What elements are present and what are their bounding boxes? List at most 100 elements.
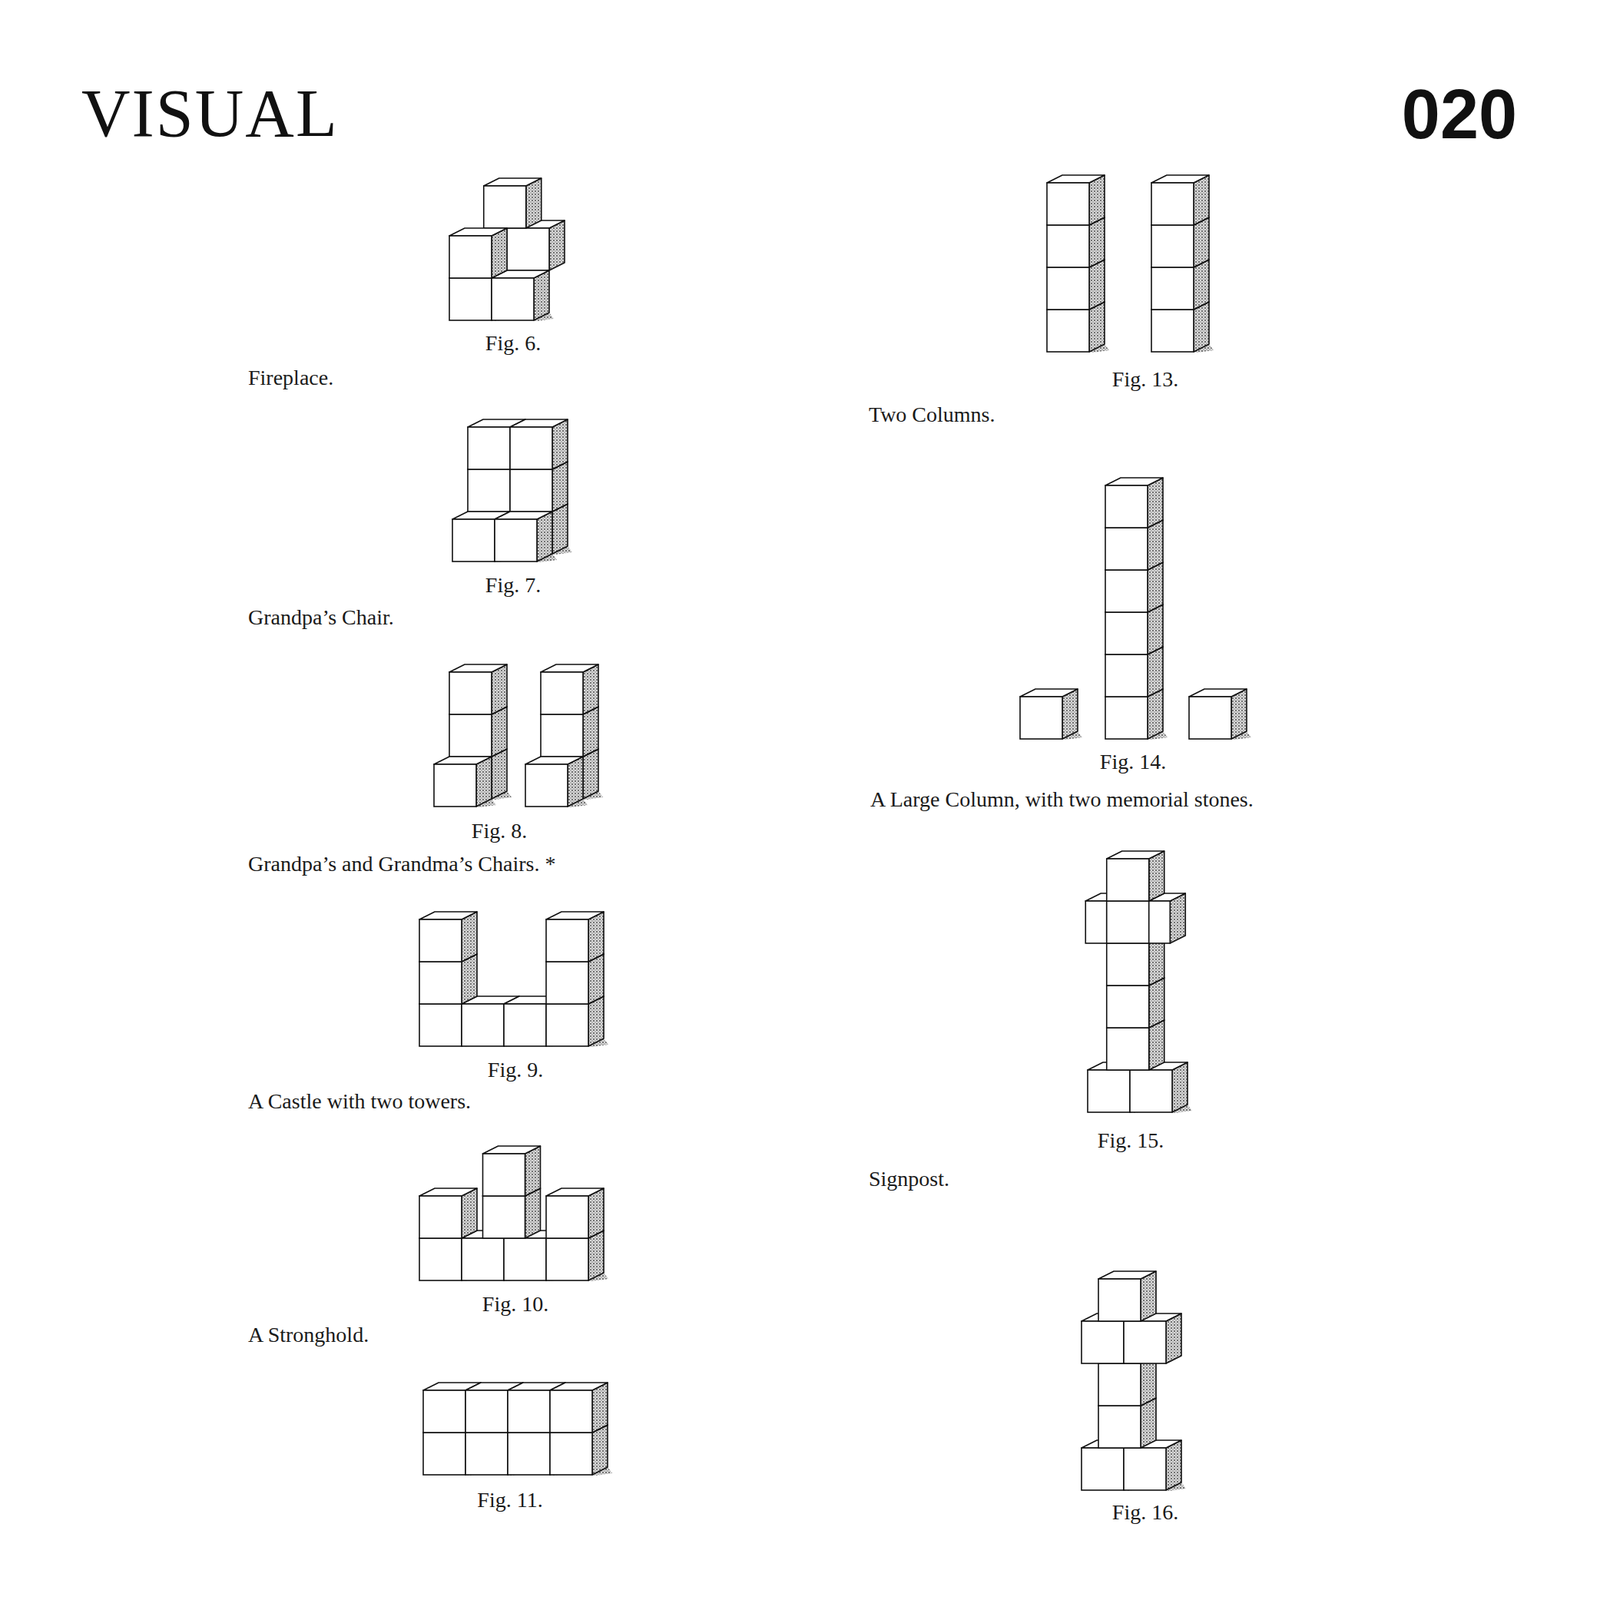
cube — [549, 1382, 608, 1433]
cube-side — [525, 1146, 541, 1196]
cube-side — [1193, 217, 1210, 268]
cube-front — [507, 1390, 550, 1433]
cube-side — [583, 748, 599, 799]
block-figure — [1105, 477, 1168, 740]
cube-front — [461, 1238, 504, 1281]
cube-front — [419, 1003, 462, 1047]
cube-side — [588, 911, 604, 962]
cube-front — [549, 1390, 593, 1433]
cube-front — [510, 469, 553, 512]
cube-front — [452, 519, 495, 562]
cube-front — [1106, 943, 1150, 986]
cube-front — [419, 1238, 462, 1281]
figure-caption: Fig. 13. — [1112, 366, 1179, 393]
cube-front — [465, 1390, 508, 1433]
cube-front — [483, 185, 527, 229]
figure-caption: Fig. 6. — [485, 330, 541, 357]
cube-side — [1089, 175, 1105, 226]
cube-front — [1123, 1321, 1167, 1364]
cube-top — [1105, 477, 1163, 486]
cube-front — [549, 1432, 593, 1475]
cube-side — [1149, 1020, 1165, 1070]
figure-caption: Fig. 16. — [1112, 1499, 1179, 1526]
figure-name: Fireplace. — [248, 364, 334, 391]
cube-top — [1106, 851, 1165, 859]
cube-side — [526, 178, 542, 229]
cube-front — [461, 1003, 504, 1047]
cube-side — [592, 1382, 608, 1433]
cube-front — [419, 1195, 462, 1239]
cube-front — [1105, 485, 1148, 528]
cube-front — [449, 278, 492, 321]
cube — [433, 756, 497, 808]
cube-side — [588, 996, 604, 1047]
cube-front — [1106, 858, 1150, 902]
cube — [419, 1188, 478, 1239]
cube-side — [461, 954, 478, 1004]
cube-front — [540, 672, 584, 715]
cube-front — [1151, 182, 1194, 226]
cube-front — [483, 1153, 526, 1196]
cube-side — [1062, 689, 1078, 739]
cube-side — [491, 706, 507, 757]
cube-front — [1098, 1405, 1141, 1448]
cube-side — [1169, 893, 1186, 944]
cube-front — [1046, 309, 1090, 352]
cube-front — [1105, 696, 1148, 739]
figure-name: A Castle with two towers. — [248, 1088, 471, 1115]
block-figure — [1046, 175, 1110, 353]
cube-front — [1151, 267, 1194, 310]
cube-front — [449, 235, 492, 279]
cube — [510, 419, 568, 470]
cube — [491, 270, 554, 322]
cube-side — [1089, 259, 1105, 310]
cube — [1046, 175, 1105, 226]
cube-front — [1081, 1447, 1124, 1491]
figure-caption: Fig. 8. — [471, 818, 527, 845]
figure-caption: Fig. 7. — [485, 572, 541, 599]
cube-front — [1149, 901, 1171, 944]
page-number: 020 — [1401, 79, 1518, 150]
cube-front — [1106, 985, 1150, 1028]
cube-front — [467, 427, 511, 470]
figure-caption: Fig. 15. — [1097, 1127, 1164, 1154]
cube-side — [1147, 646, 1163, 697]
cube-front — [1020, 696, 1063, 739]
figure-name: A Large Column, with two memorial stones… — [870, 786, 1254, 813]
cube-side — [1149, 977, 1165, 1028]
block-figure — [419, 1146, 609, 1282]
figure-name: Grandpa’s Chair. — [248, 604, 395, 631]
cube-top — [419, 911, 478, 920]
cube — [1149, 893, 1186, 944]
cube-side — [525, 1188, 541, 1239]
cube — [525, 756, 588, 808]
cube-side — [1147, 477, 1163, 528]
cube-side — [1149, 851, 1165, 902]
cube-front — [1123, 1447, 1167, 1491]
cube-side — [1172, 1062, 1188, 1113]
cube-side — [491, 228, 507, 279]
cube-side — [1166, 1313, 1182, 1364]
cube-top — [1189, 689, 1247, 697]
block-figure — [433, 664, 512, 808]
cube-side — [549, 220, 565, 271]
block-figure — [423, 1382, 613, 1476]
cube — [494, 511, 557, 563]
cube-front — [1098, 1363, 1141, 1406]
cube-side — [588, 1230, 604, 1281]
cube-front — [525, 764, 568, 807]
cube-front — [449, 672, 492, 715]
cube-side — [592, 1424, 608, 1475]
cube — [419, 911, 478, 962]
cube — [1105, 477, 1163, 528]
cube — [1098, 1271, 1157, 1322]
cube-front — [507, 1432, 550, 1475]
cube-side — [461, 1188, 478, 1239]
cube-front — [510, 427, 553, 470]
cube-top — [546, 1188, 604, 1196]
cube — [1189, 689, 1252, 740]
block-figure — [1020, 689, 1083, 740]
cube-side — [1147, 604, 1163, 655]
cube-top — [419, 1188, 478, 1196]
